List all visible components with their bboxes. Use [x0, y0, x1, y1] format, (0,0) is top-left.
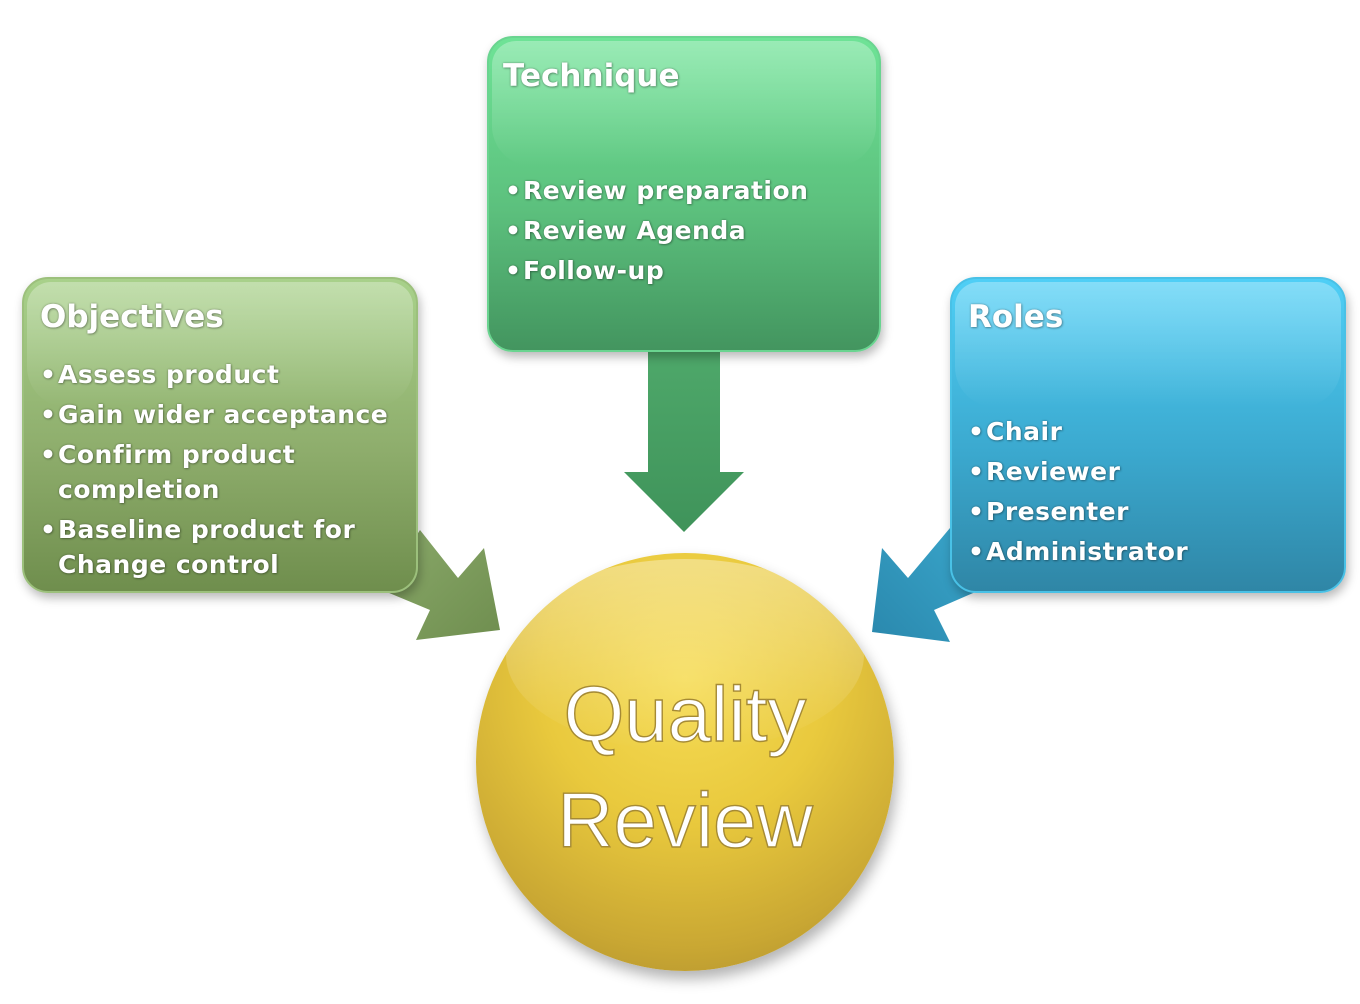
- technique-list: Review preparation Review Agenda Follow-…: [505, 171, 875, 291]
- roles-item: Administrator: [968, 532, 1338, 572]
- objectives-item: Confirm product completion: [40, 437, 410, 507]
- technique-item: Follow-up: [505, 251, 875, 291]
- roles-box: Roles Chair Reviewer Presenter Administr…: [950, 277, 1346, 593]
- objectives-list: Assess product Gain wider acceptance Con…: [40, 357, 410, 587]
- objectives-title: Objectives: [40, 299, 224, 335]
- quality-review-circle: Quality Review: [476, 553, 894, 971]
- objectives-item: Assess product: [40, 357, 410, 392]
- roles-item: Reviewer: [968, 452, 1338, 492]
- technique-arrow: [624, 350, 744, 532]
- roles-list: Chair Reviewer Presenter Administrator: [968, 412, 1338, 572]
- center-label: Quality Review: [476, 661, 894, 873]
- technique-box: Technique Review preparation Review Agen…: [487, 36, 881, 352]
- objectives-item: Gain wider acceptance: [40, 397, 410, 432]
- objectives-item: Baseline product for Change control: [40, 512, 410, 582]
- technique-title: Technique: [503, 58, 680, 94]
- roles-item: Chair: [968, 412, 1338, 452]
- objectives-box: Objectives Assess product Gain wider acc…: [22, 277, 418, 593]
- center-label-line2: Review: [556, 775, 813, 864]
- technique-item: Review Agenda: [505, 211, 875, 251]
- center-label-line1: Quality: [563, 669, 807, 758]
- technique-item: Review preparation: [505, 171, 875, 211]
- roles-title: Roles: [968, 299, 1064, 335]
- roles-item: Presenter: [968, 492, 1338, 532]
